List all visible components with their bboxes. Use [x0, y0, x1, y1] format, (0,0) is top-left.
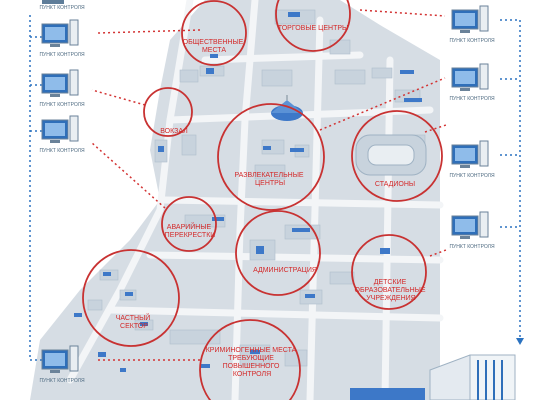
control-point[interactable]: ПУНКТ КОНТРОЛЯ — [39, 115, 85, 154]
control-point[interactable]: ПУНКТ КОНТРОЛЯ — [39, 19, 85, 58]
label-station: ВОКЗАЛ — [160, 128, 188, 135]
control-point[interactable]: ПУНКТ КОНТРОЛЯ — [39, 69, 85, 108]
link-station — [91, 89, 146, 106]
control-point[interactable]: ПУНКТ КОНТРОЛЯ — [449, 211, 495, 250]
control-point-label: ПУНКТ КОНТРОЛЯ — [39, 378, 84, 384]
central-server — [350, 354, 516, 400]
bus-right-arrow — [516, 338, 524, 345]
control-point-label: ПУНКТ КОНТРОЛЯ — [449, 173, 494, 179]
label-administration: АДМИНИСТРАЦИЯ — [253, 267, 317, 274]
control-point[interactable]: ПУНКТ КОНТРОЛЯ — [449, 140, 495, 179]
zone-circle-crime — [199, 319, 301, 400]
control-point[interactable]: ПУНКТ КОНТРОЛЯ — [449, 5, 495, 44]
control-point-label: ПУНКТ КОНТРОЛЯ — [39, 52, 84, 58]
link-shopping — [359, 9, 446, 17]
zone-circle-schools — [351, 234, 427, 310]
zone-circle-shopping — [275, 0, 351, 52]
control-point-label: ПУНКТ КОНТРОЛЯ — [449, 96, 494, 102]
zone-circle-public-places — [181, 0, 247, 66]
control-point-label: ПУНКТ КОНТРОЛЯ — [39, 5, 84, 11]
control-point[interactable]: ПУНКТ КОНТРОЛЯ — [39, 0, 85, 11]
control-point-label: ПУНКТ КОНТРОЛЯ — [39, 102, 84, 108]
label-shopping: ТОРГОВЫЕ ЦЕНТРЫ — [278, 25, 348, 32]
control-points-left: ПУНКТ КОНТРОЛЯ ПУНКТ КОНТРОЛЯ ПУНКТ КОНТ… — [39, 0, 85, 384]
zone-circle-administration — [235, 210, 321, 296]
control-point-label: ПУНКТ КОНТРОЛЯ — [39, 148, 84, 154]
label-public-places: ОБЩЕСТВЕННЫЕ МЕСТА — [183, 39, 246, 54]
control-point-label: ПУНКТ КОНТРОЛЯ — [449, 244, 494, 250]
stadium — [355, 134, 427, 176]
label-stadium: СТАДИОНЫ — [375, 181, 415, 188]
link-crossroads — [91, 142, 166, 209]
label-entertainment: РАЗВЛЕКАТЕЛЬНЫЕ ЦЕНТРЫ — [234, 172, 305, 187]
label-private: ЧАСТНЫЙ СЕКТОР — [116, 313, 153, 330]
zone-labels: ОБЩЕСТВЕННЫЕ МЕСТА ТОРГОВЫЕ ЦЕНТРЫ ВОКЗА… — [116, 25, 428, 378]
zone-circle-entertainment — [217, 103, 325, 211]
zone-circle-stadium — [351, 110, 443, 202]
control-point[interactable]: ПУНКТ КОНТРОЛЯ — [449, 63, 495, 102]
label-crime: КРИМИНОГЕННЫЕ МЕСТА ТРЕБУЮЩИЕ ПОВЫШЕННОГ… — [206, 347, 299, 378]
control-points-right: ПУНКТ КОНТРОЛЯ ПУНКТ КОНТРОЛЯ ПУНКТ КОНТ… — [449, 5, 495, 250]
connection-lines — [29, 9, 524, 361]
roads — [66, 0, 444, 400]
blue-roofs — [74, 12, 422, 372]
link-stadium — [424, 124, 447, 133]
zone-circle-crossroads — [161, 196, 217, 252]
zone-circle-private — [82, 249, 180, 347]
link-public-places — [97, 29, 201, 34]
zone-circle-station — [143, 87, 193, 137]
zone-circles — [82, 0, 443, 400]
label-crossroads: АВАРИЙНЫЕ ПЕРЕКРЕСТКИ — [165, 222, 216, 239]
control-point[interactable]: ПУНКТ КОНТРОЛЯ — [39, 345, 85, 384]
label-schools: ДЕТСКИЕ ОБРАЗОВАТЕЛЬНЫЕ УЧРЕЖДЕНИЯ — [355, 279, 428, 302]
city-map — [30, 0, 444, 400]
control-point-label: ПУНКТ КОНТРОЛЯ — [449, 38, 494, 44]
